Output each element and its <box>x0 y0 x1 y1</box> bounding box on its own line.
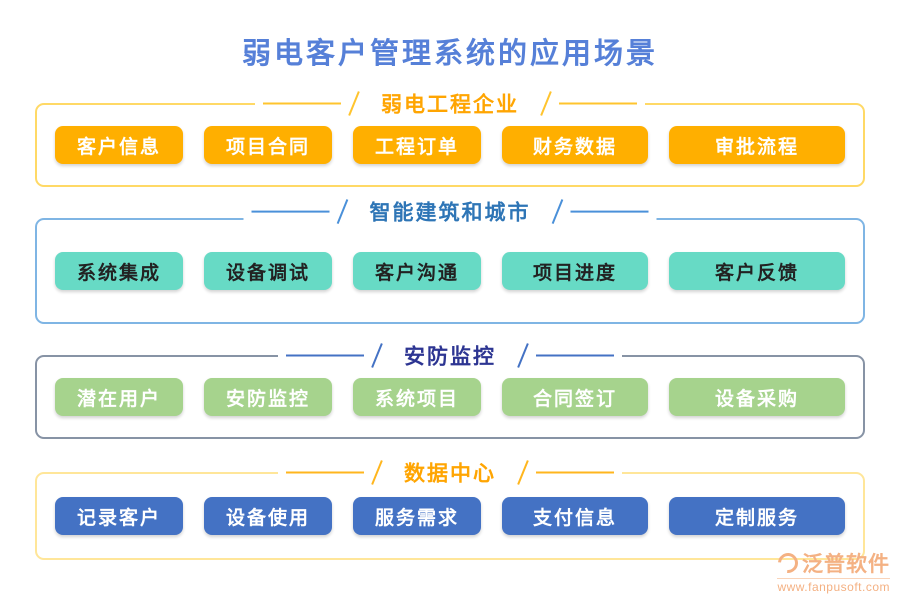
slash-icon <box>517 343 529 368</box>
watermark-brand: 泛普软件 <box>802 552 890 576</box>
watermark-url: www.fanpusoft.com <box>777 578 890 594</box>
chip-equipment-procurement: 设备采购 <box>669 378 845 416</box>
chip-project-progress: 项目进度 <box>502 252 648 290</box>
section-data-center: 数据中心 记录客户 设备使用 服务需求 支付信息 定制服务 <box>35 457 865 560</box>
section-3-button-row: 潜在用户 安防监控 系统项目 合同签订 设备采购 <box>37 357 863 437</box>
chip-device-debugging: 设备调试 <box>204 252 332 290</box>
section-2-header: 智能建筑和城市 <box>243 196 657 227</box>
chip-payment-info: 支付信息 <box>502 497 648 535</box>
chip-engineering-order: 工程订单 <box>353 126 481 164</box>
section-smart-building-city: 智能建筑和城市 系统集成 设备调试 客户沟通 项目进度 客户反馈 <box>35 196 865 324</box>
chip-approval-flow: 审批流程 <box>669 126 845 164</box>
decorative-line <box>286 354 364 357</box>
decorative-line <box>559 102 637 105</box>
slash-icon <box>551 199 564 225</box>
section-4-button-row: 记录客户 设备使用 服务需求 支付信息 定制服务 <box>37 474 863 558</box>
chip-contract-signing: 合同签订 <box>502 378 648 416</box>
decorative-line <box>286 471 364 474</box>
chip-system-project: 系统项目 <box>353 378 481 416</box>
chip-device-usage: 设备使用 <box>204 497 332 535</box>
decorative-line <box>263 102 341 105</box>
section-4-title: 数据中心 <box>404 461 496 486</box>
section-2-button-row: 系统集成 设备调试 客户沟通 项目进度 客户反馈 <box>37 220 863 322</box>
section-1-header: 弱电工程企业 <box>255 88 645 119</box>
slash-icon <box>336 199 349 225</box>
chip-custom-service: 定制服务 <box>669 497 845 535</box>
section-2-title: 智能建筑和城市 <box>369 200 531 225</box>
decorative-line <box>570 210 649 213</box>
section-security-monitoring: 安防监控 潜在用户 安防监控 系统项目 合同签订 设备采购 <box>35 340 865 439</box>
section-1-button-row: 客户信息 项目合同 工程订单 财务数据 审批流程 <box>37 105 863 185</box>
chip-project-contract: 项目合同 <box>204 126 332 164</box>
fanpu-logo-icon <box>773 548 803 578</box>
slash-icon <box>348 91 360 116</box>
section-weak-current-enterprise: 弱电工程企业 客户信息 项目合同 工程订单 财务数据 审批流程 <box>35 88 865 187</box>
slash-icon <box>371 343 383 368</box>
chip-financial-data: 财务数据 <box>502 126 648 164</box>
slash-icon <box>371 460 383 485</box>
section-4-header: 数据中心 <box>278 457 622 488</box>
chip-security-monitoring: 安防监控 <box>204 378 332 416</box>
decorative-line <box>251 210 330 213</box>
chip-potential-users: 潜在用户 <box>55 378 183 416</box>
decorative-line <box>536 471 614 474</box>
section-1-title: 弱电工程企业 <box>381 92 519 117</box>
watermark-top: 泛普软件 <box>773 548 890 578</box>
decorative-line <box>536 354 614 357</box>
chip-system-integration: 系统集成 <box>55 252 183 290</box>
chip-customer-info: 客户信息 <box>55 126 183 164</box>
chip-customer-feedback: 客户反馈 <box>669 252 845 290</box>
chip-customer-communication: 客户沟通 <box>353 252 481 290</box>
section-3-title: 安防监控 <box>404 344 496 369</box>
section-3-header: 安防监控 <box>278 340 622 371</box>
chip-service-demand: 服务需求 <box>353 497 481 535</box>
slash-icon <box>517 460 529 485</box>
chip-record-customer: 记录客户 <box>55 497 183 535</box>
watermark: 泛普软件 www.fanpusoft.com <box>773 548 890 594</box>
slash-icon <box>540 91 552 116</box>
page-title: 弱电客户管理系统的应用场景 <box>241 38 658 70</box>
